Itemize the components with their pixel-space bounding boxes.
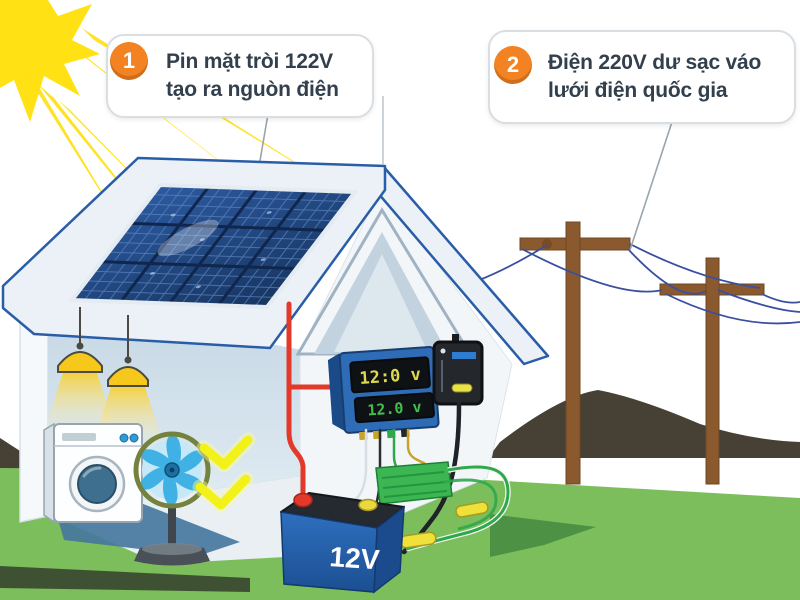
callout-2: Điện 220V dư sạc váo lưới điện quốc gia (488, 30, 796, 124)
circuit-board (375, 461, 453, 505)
power-pole-1 (519, 221, 631, 485)
callout2-leader-line (629, 121, 673, 251)
power-lines (476, 243, 800, 325)
gable-trim-inner (334, 254, 428, 352)
detergent-slot (62, 433, 96, 441)
callout-1-line-1: Pin mặt tròi 122V (166, 49, 333, 73)
panel-reflection (157, 219, 219, 257)
controller-display-bottom: 12.0 v (367, 398, 422, 420)
callout-2-number-badge: 2 (494, 46, 532, 84)
inverter-label (452, 352, 476, 359)
ground-shadow-band (0, 566, 250, 592)
callout-2-line-2: lưới điện quốc gia (548, 79, 728, 102)
controller-display-top: 12:0 v (359, 365, 422, 389)
callout-1-line-2: tạo ra nguòn điện (166, 78, 339, 101)
callout-1: Pin mặt tròi 122V tạo ra nguòn điện (106, 34, 374, 118)
lamp-1-beam (44, 370, 116, 432)
battery: 12V (280, 492, 405, 594)
fan-guard (133, 431, 211, 509)
fuse-2 (455, 501, 489, 518)
callout-1-number-badge: 1 (110, 42, 148, 80)
battery-label: 12V (329, 541, 381, 575)
inverter (432, 334, 484, 406)
solar-panel-array (72, 185, 355, 307)
lamp-1 (44, 307, 116, 432)
airflow-chevrons (192, 432, 256, 513)
charge-controller: 12:0 v 12.0 v (327, 346, 440, 441)
electric-fan (133, 431, 211, 566)
battery-terminal-negative (293, 492, 313, 508)
house-shadow-on-grass (490, 514, 596, 557)
battery-terminal-positive (358, 498, 378, 512)
inverter-indicator (451, 383, 473, 393)
callout-2-line-1: Điện 220V dư sạc váo (548, 50, 762, 74)
washing-machine (43, 422, 143, 524)
washer-button (129, 433, 139, 443)
washer-button (119, 433, 129, 443)
